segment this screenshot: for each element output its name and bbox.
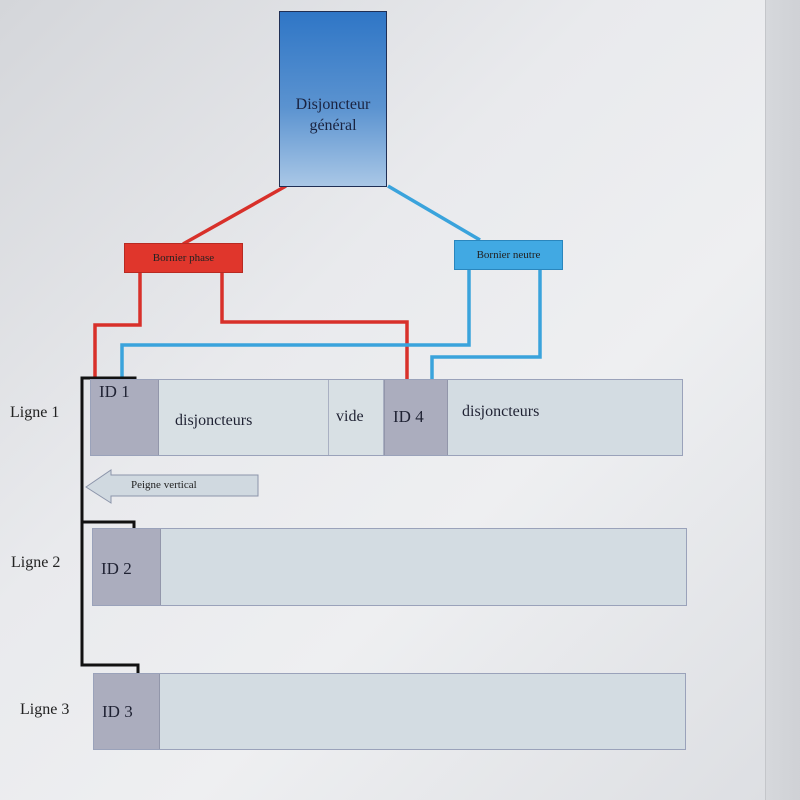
- peigne-arrow: [85, 469, 259, 504]
- row-label-3: Ligne 3: [20, 701, 70, 718]
- row-label-1: Ligne 1: [10, 404, 60, 421]
- row-2: ID 2: [92, 528, 687, 606]
- general-breaker-box: [279, 11, 387, 187]
- vertical-comb-label: Peigne vertical: [131, 479, 197, 491]
- row-1-breakers-cell-2: disjoncteurs: [462, 403, 540, 420]
- row-label-2: Ligne 2: [11, 554, 61, 571]
- wire-neutral-to-id4: [430, 270, 542, 384]
- row-1: ID 1 disjoncteurs vide ID 4 disjoncteurs: [90, 379, 683, 456]
- general-breaker-label: Disjoncteur général: [279, 94, 387, 136]
- row-1-empty-cell: vide: [329, 380, 384, 455]
- wire-phase-to-id4: [220, 272, 409, 384]
- wire-neutral-to-id1: [120, 270, 471, 378]
- row-1-id4-cell: ID 4: [384, 380, 448, 455]
- wire-general-to-phase: [182, 184, 287, 246]
- wire-general-to-neutral: [387, 184, 481, 242]
- screen-bezel: [765, 0, 800, 800]
- row-1-breakers-cell: disjoncteurs: [159, 380, 329, 455]
- neutral-terminal: Bornier neutre: [454, 240, 563, 270]
- row-3: ID 3: [93, 673, 686, 750]
- phase-terminal: Bornier phase: [124, 243, 243, 273]
- row-1-id-cell: ID 1: [91, 380, 159, 455]
- row-2-id-cell: ID 2: [93, 529, 161, 605]
- general-breaker-label-line1: Disjoncteur: [295, 96, 371, 113]
- row-3-id-cell: ID 3: [94, 674, 160, 749]
- wire-phase-to-id1: [93, 272, 142, 378]
- general-breaker-label-line2: général: [309, 117, 357, 134]
